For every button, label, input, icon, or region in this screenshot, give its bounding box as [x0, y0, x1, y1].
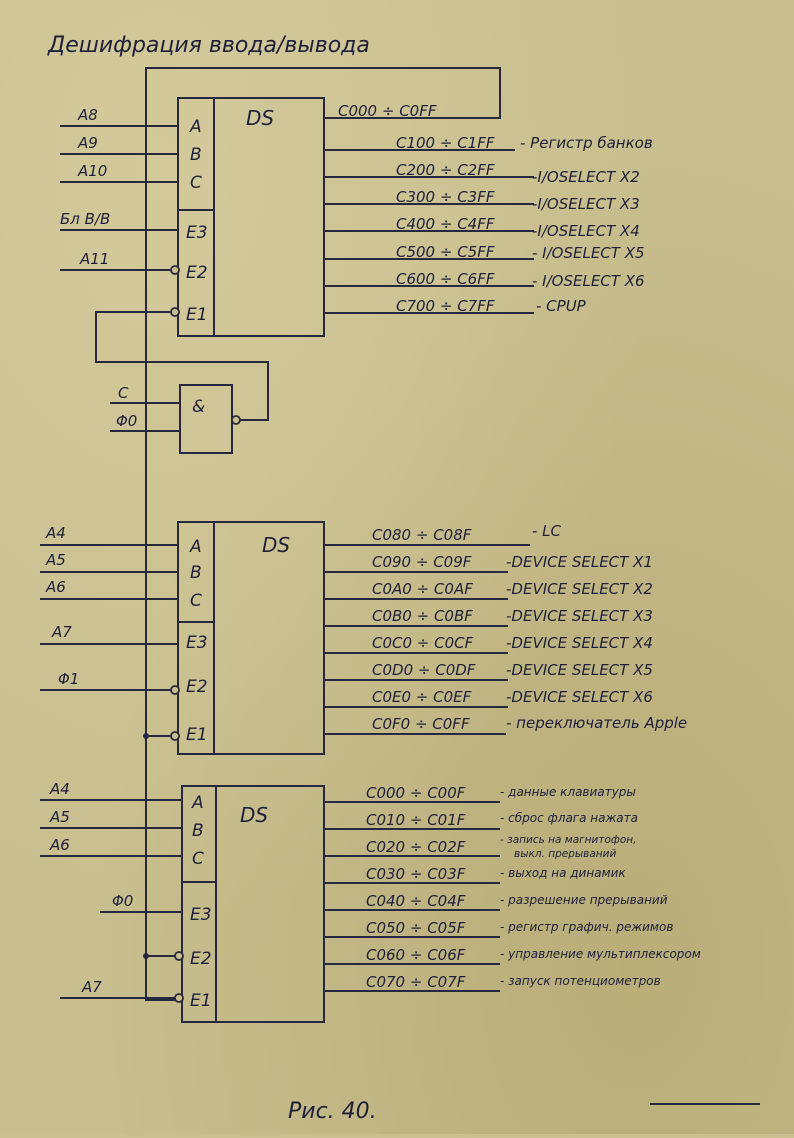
decoder-3-out-0-range: C000 ÷ C00F: [366, 784, 466, 802]
decoder-2-input-a7: A7: [51, 623, 72, 641]
decoder-1-out-3-range: C300 ÷ C3FF: [396, 188, 495, 206]
decoder-1-out-2-desc: -I/OSELECT X2: [532, 168, 640, 186]
page-title: Дешифрация ввода/вывода: [47, 33, 370, 58]
decoder-3-input-a7: A7: [81, 978, 102, 996]
decoder-3-out-5-desc: - регистр графич. режимов: [500, 920, 673, 934]
decoder-3: DS A B C E3 E2 E1 A4 A5 A6 Φ0 A7 C000 ÷ …: [40, 780, 701, 1023]
decoder-1-out-1-range: C100 ÷ C1FF: [396, 134, 495, 152]
decoder-3-body: [181, 785, 325, 1023]
decoder-3-out-6-desc: - управление мультиплексором: [500, 947, 701, 961]
decoder-3-out-0-desc: - данные клавиатуры: [500, 785, 636, 799]
decoder-2-pin-e1: E1: [186, 725, 208, 745]
decoder-2-out-1-range: C090 ÷ C09F: [372, 553, 472, 571]
decoder-3-input-phi0: Φ0: [112, 892, 133, 910]
decoder-1-out-6-desc: - I/OSELECT X6: [532, 272, 645, 290]
decoder-3-out-2-desc-line2: выкл. прерываний: [514, 848, 616, 860]
decoder-1-pin-a: A: [189, 117, 202, 137]
decoder-1-out-0-range: C000 ÷ C0FF: [338, 102, 437, 120]
decoder-1-out-5-desc: - I/OSELECT X5: [532, 244, 645, 262]
decoder-3-input-a4: A4: [49, 780, 70, 798]
decoder-1-out-7-range: C700 ÷ C7FF: [396, 297, 495, 315]
decoder-2-out-1-desc: -DEVICE SELECT X1: [506, 553, 653, 571]
decoder-3-out-3-range: C030 ÷ C03F: [366, 865, 466, 883]
decoder-2-pin-b: B: [190, 563, 202, 583]
decoder-2-pin-a: A: [189, 537, 202, 557]
decoder-1-pin-c: C: [190, 173, 202, 193]
decoder-2-pin-e3: E3: [186, 633, 208, 653]
decoder-1-pin-e1: E1: [186, 305, 208, 325]
decoder-1-out-4-desc: -I/OSELECT X4: [532, 222, 640, 240]
and-gate-input-phi0: Φ0: [116, 412, 137, 430]
decoder-2-input-a4: A4: [45, 524, 66, 542]
figure-caption: Рис. 40.: [288, 1099, 377, 1124]
decoder-3-pin-e1: E1: [190, 991, 212, 1011]
decoder-2-out-5-desc: -DEVICE SELECT X5: [506, 661, 653, 679]
decoder-1-label: DS: [246, 106, 274, 130]
decoder-3-pin-e2: E2: [190, 949, 212, 969]
decoder-3-out-4-desc: - разрешение прерываний: [500, 893, 668, 907]
decoder-2-pin-c: C: [190, 591, 202, 611]
and-gate-label: &: [192, 397, 205, 417]
decoder-1-input-a10: A10: [77, 162, 107, 180]
decoder-2-input-phi1: Φ1: [58, 670, 79, 688]
decoder-2-input-a6: A6: [45, 578, 66, 596]
decoder-3-label: DS: [240, 803, 268, 827]
decoder-1-input-bl-vv: Бл В/В: [60, 210, 110, 228]
decoder-3-out-2-range: C020 ÷ C02F: [366, 838, 466, 856]
decoder-2-out-7-range: C0F0 ÷ C0FF: [372, 715, 470, 733]
decoder-1-out-5-range: C500 ÷ C5FF: [396, 243, 495, 261]
decoder-2-out-6-desc: -DEVICE SELECT X6: [506, 688, 653, 706]
decoder-2-out-3-desc: -DEVICE SELECT X3: [506, 607, 653, 625]
decoder-3-out-3-desc: - выход на динамик: [500, 866, 626, 880]
decoder-3-out-4-range: C040 ÷ C04F: [366, 892, 466, 910]
decoder-2-body: [177, 521, 325, 755]
decoder-2-out-3-range: C0B0 ÷ C0BF: [372, 607, 473, 625]
decoder-1-input-a9: A9: [77, 134, 98, 152]
decoder-2-pin-e2: E2: [186, 677, 208, 697]
decoder-2-out-6-range: C0E0 ÷ C0EF: [372, 688, 472, 706]
decoder-1-input-a11: A11: [79, 250, 109, 268]
decoder-3-out-1-range: C010 ÷ C01F: [366, 811, 466, 829]
decoder-2-label: DS: [262, 533, 290, 557]
decoder-3-out-1-desc: - сброс флага нажата: [500, 811, 638, 825]
decoder-1-out-6-range: C600 ÷ C6FF: [396, 270, 495, 288]
decoder-3-input-a5: A5: [49, 808, 70, 826]
decoder-3-out-5-range: C050 ÷ C05F: [366, 919, 466, 937]
decoder-2: DS A B C E3 E2 E1 A4 A5 A6 A7 Φ1 C080 ÷ …: [40, 521, 687, 755]
decoder-1-out-1-desc: - Регистр банков: [520, 134, 653, 152]
and-gate: & C Φ0: [95, 311, 269, 454]
decoder-2-out-4-range: C0C0 ÷ C0CF: [372, 634, 474, 652]
and-gate-input-c: C: [118, 384, 129, 402]
decoder-1-out-7-desc: - CPUP: [536, 297, 587, 315]
and-gate-body: [179, 384, 233, 454]
decoder-2-out-0-desc: - LC: [532, 522, 562, 540]
decoder-2-out-2-range: C0A0 ÷ C0AF: [372, 580, 473, 598]
decoder-2-out-5-range: C0D0 ÷ C0DF: [372, 661, 476, 679]
decoder-3-pin-e3: E3: [190, 905, 212, 925]
decoder-1-pin-b: B: [190, 145, 202, 165]
decoder-3-out-7-range: C070 ÷ C07F: [366, 973, 466, 991]
decoder-3-pin-b: B: [192, 821, 204, 841]
decoder-3-pin-c: C: [192, 849, 204, 869]
decoder-2-out-4-desc: -DEVICE SELECT X4: [506, 634, 653, 652]
decoder-3-out-7-desc: - запуск потенциометров: [500, 974, 661, 988]
decoder-1-out-3-desc: -I/OSELECT X3: [532, 195, 640, 213]
decoder-2-out-7-desc: - переключатель Apple: [506, 714, 687, 732]
decoder-2-out-2-desc: -DEVICE SELECT X2: [506, 580, 653, 598]
decoder-3-out-2-desc: - запись на магнитофон,: [500, 834, 636, 846]
decoder-2-input-a5: A5: [45, 551, 66, 569]
decoder-1-out-4-range: C400 ÷ C4FF: [396, 215, 495, 233]
decoder-3-out-6-range: C060 ÷ C06F: [366, 946, 466, 964]
decoder-1-input-a8: A8: [77, 106, 98, 124]
decoder-1-pin-e3: E3: [186, 223, 208, 243]
decoder-1-body: [177, 97, 325, 337]
decoder-3-pin-a: A: [191, 793, 204, 813]
decoder-1-out-2-range: C200 ÷ C2FF: [396, 161, 495, 179]
decoder-1-pin-e2: E2: [186, 263, 208, 283]
decoder-1: DS A B C E3 E2 E1 A8 A9 A10 Бл В/В A11 C…: [60, 67, 653, 1001]
decoder-2-out-0-range: C080 ÷ C08F: [372, 526, 472, 544]
decoder-3-input-a6: A6: [49, 836, 70, 854]
